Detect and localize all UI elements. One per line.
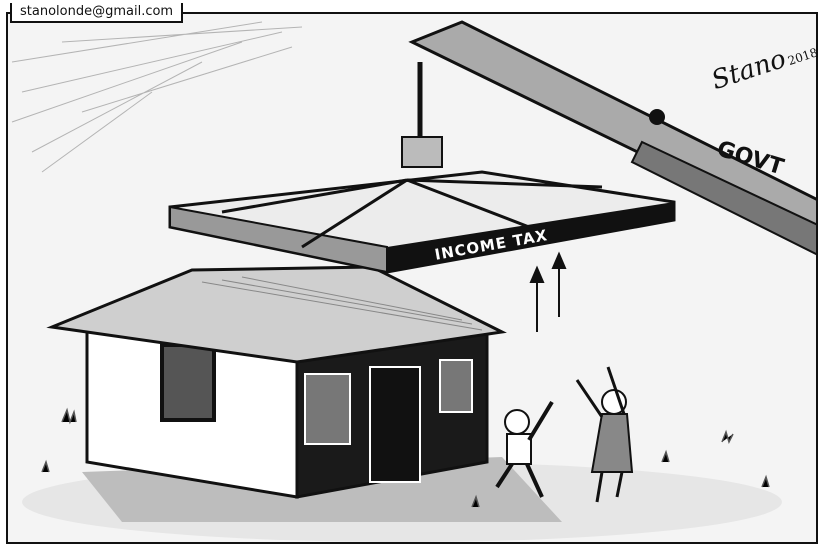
lifting-straps [221, 178, 603, 249]
house-window-side [160, 343, 216, 422]
house-roof [46, 265, 507, 364]
up-arrows [529, 251, 567, 332]
house-window-front-right [439, 359, 473, 413]
house-window-front-left [304, 373, 351, 445]
man-figure [495, 400, 554, 498]
cartoon-frame [6, 12, 818, 544]
crane-hook [401, 136, 443, 168]
cartoon-illustration [11, 20, 816, 542]
woman-figure [575, 366, 634, 503]
sky-scribbles [11, 21, 303, 173]
grass-tufts [41, 407, 770, 508]
house-door [369, 366, 421, 483]
artist-email: stanolonde@gmail.com [10, 3, 184, 23]
